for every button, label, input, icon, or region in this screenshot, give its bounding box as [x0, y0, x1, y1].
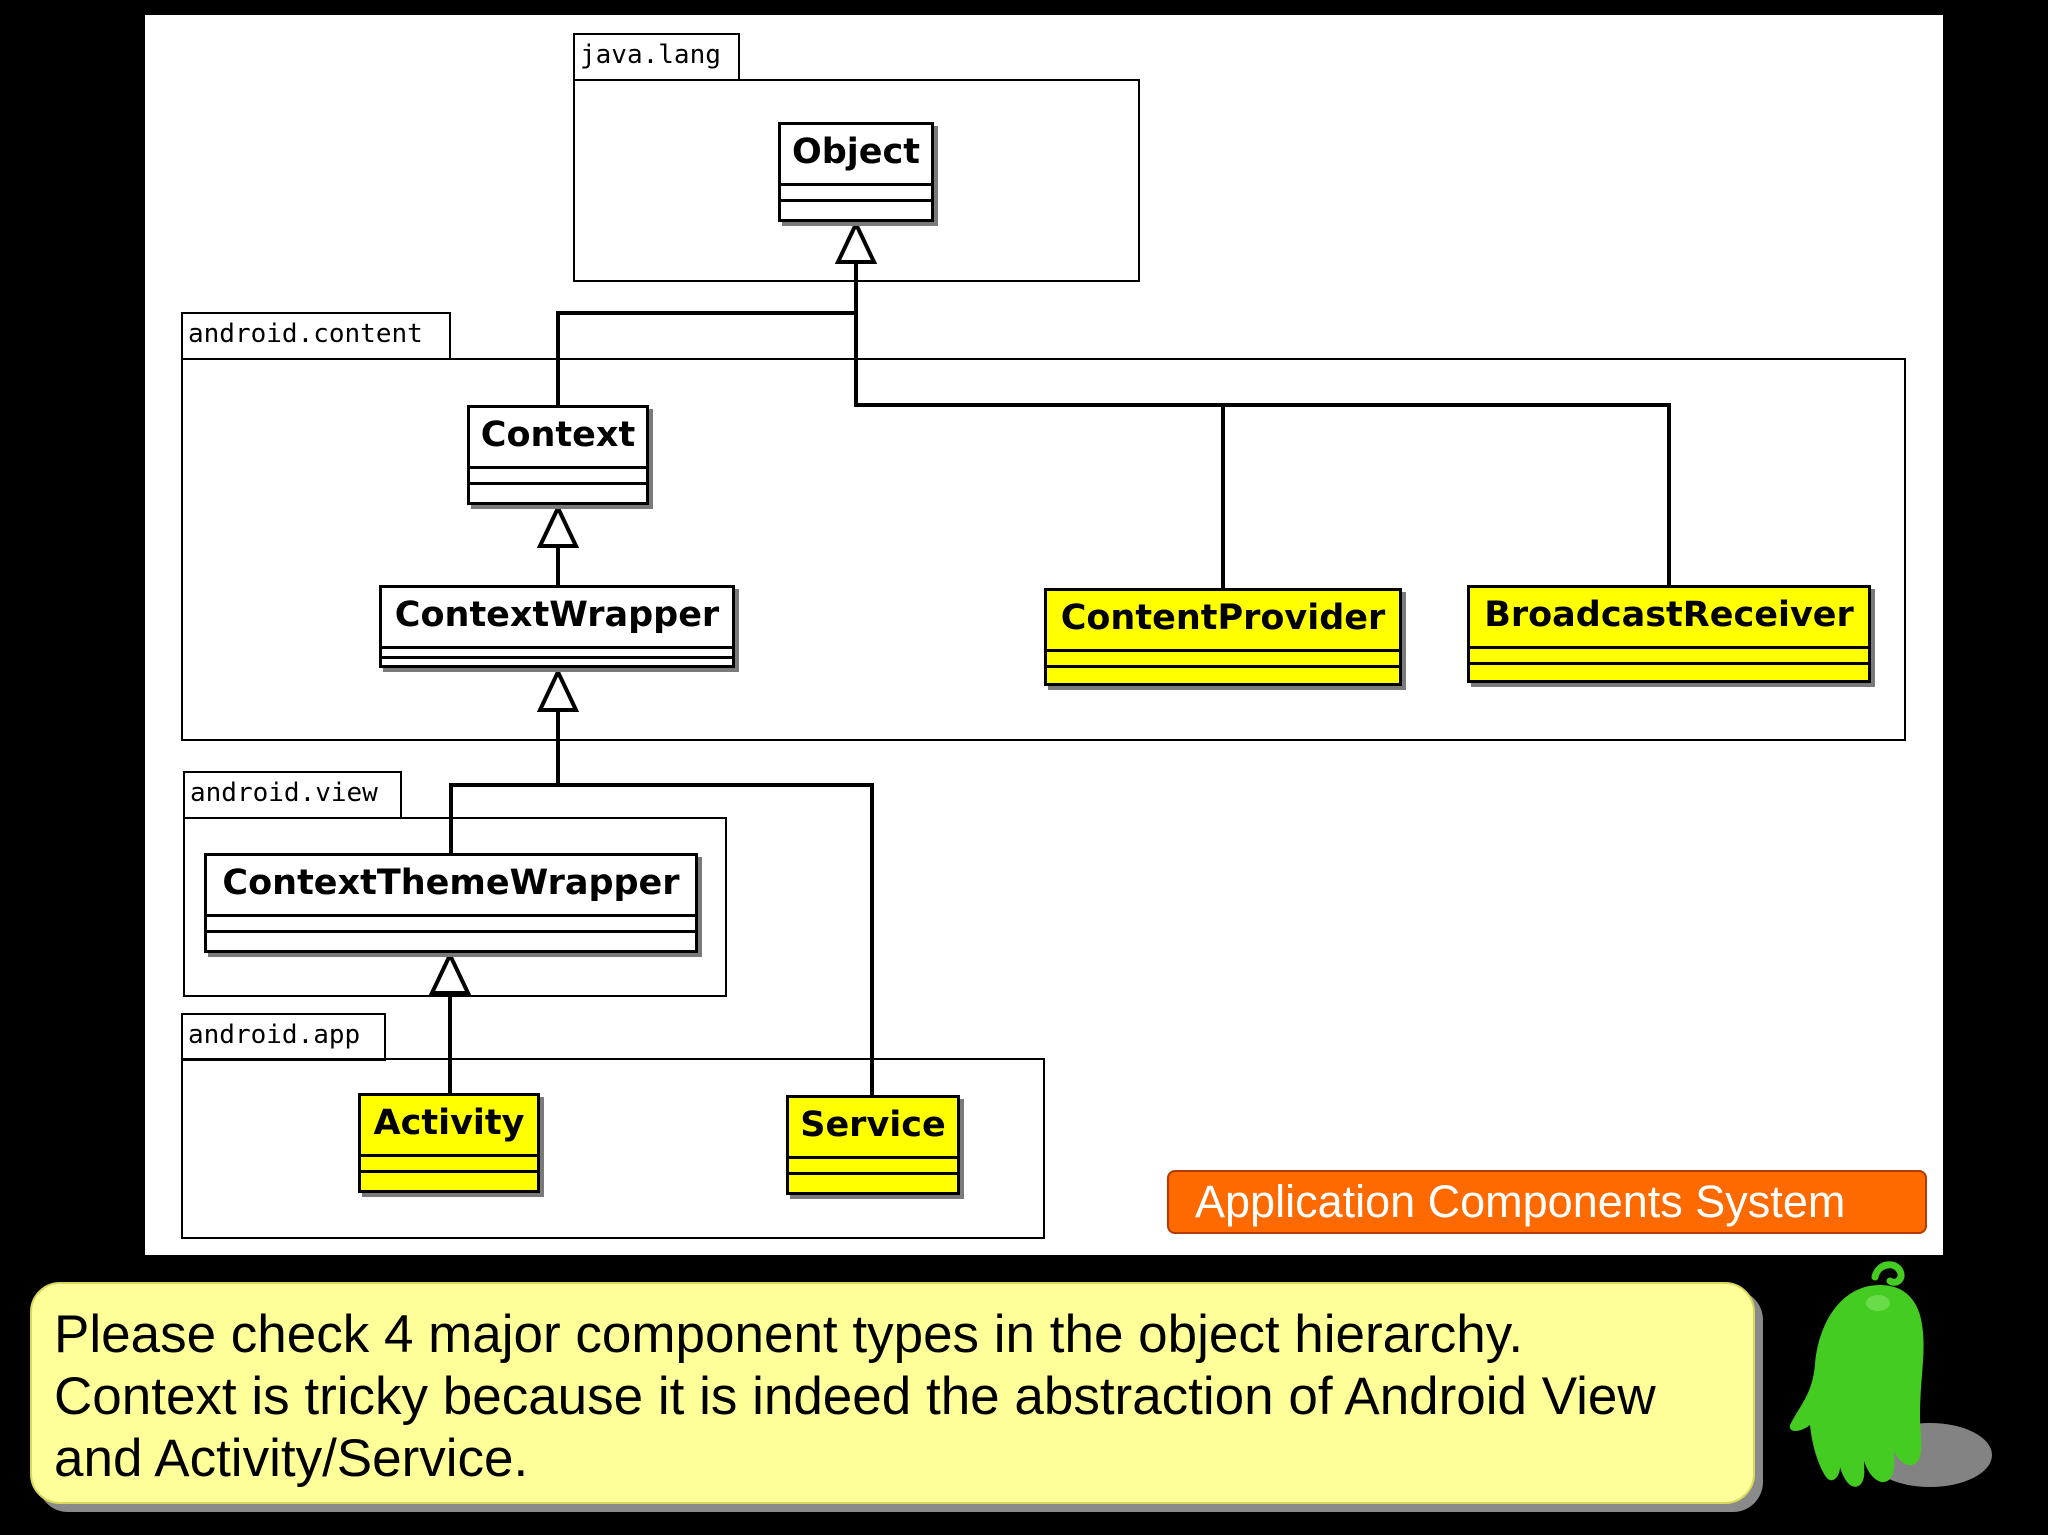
package-android-view [183, 817, 727, 997]
class-object: Object [778, 122, 934, 222]
class-broadcast-receiver: BroadcastReceiver [1467, 585, 1871, 683]
green-android-ghost-icon [1789, 1261, 1992, 1487]
inheritance-arrow-context [536, 503, 580, 548]
class-context-wrapper: ContextWrapper [379, 585, 735, 668]
class-service: Service [786, 1095, 960, 1195]
package-tab-android-content: android.content [181, 312, 451, 360]
edge-theme-wrapper-to-context-wrapper [449, 710, 560, 853]
package-tab-java-lang: java.lang [573, 33, 740, 81]
caption-label: Application Components System [1167, 1170, 1927, 1234]
class-name-service: Service [800, 1105, 946, 1145]
package-tab-android-view: android.view [183, 771, 402, 819]
package-android-app [181, 1058, 1045, 1239]
speech-note: Please check 4 major component types in … [30, 1282, 1755, 1504]
class-name-object: Object [791, 132, 921, 172]
edge-context-to-object [556, 262, 858, 405]
edge-broadcast-receiver-to-object [856, 403, 1671, 585]
inheritance-arrow-context-wrapper [536, 667, 580, 712]
note-line: Please check 4 major component types in … [54, 1305, 1524, 1364]
package-android-content [181, 358, 1906, 741]
class-context: Context [467, 405, 649, 505]
note-line: and Activity/Service. [54, 1429, 529, 1488]
class-name-context-wrapper: ContextWrapper [394, 595, 720, 635]
class-content-provider: ContentProvider [1044, 588, 1402, 686]
class-name-broadcast-receiver: BroadcastReceiver [1484, 595, 1854, 635]
note-line: Context is tricky because it is indeed t… [54, 1367, 1656, 1426]
class-name-content-provider: ContentProvider [1060, 598, 1386, 638]
inheritance-arrow-object [834, 219, 878, 264]
class-name-context-theme-wrapper: ContextThemeWrapper [222, 863, 680, 903]
class-activity: Activity [358, 1093, 540, 1193]
class-context-theme-wrapper: ContextThemeWrapper [204, 853, 698, 953]
class-name-context: Context [480, 415, 636, 455]
edge-content-provider-to-object [854, 262, 1225, 588]
class-name-activity: Activity [373, 1103, 525, 1143]
package-tab-android-app: android.app [181, 1013, 386, 1061]
inheritance-arrow-theme-wrapper [428, 950, 472, 995]
edge-service-to-context-wrapper [558, 783, 874, 1095]
